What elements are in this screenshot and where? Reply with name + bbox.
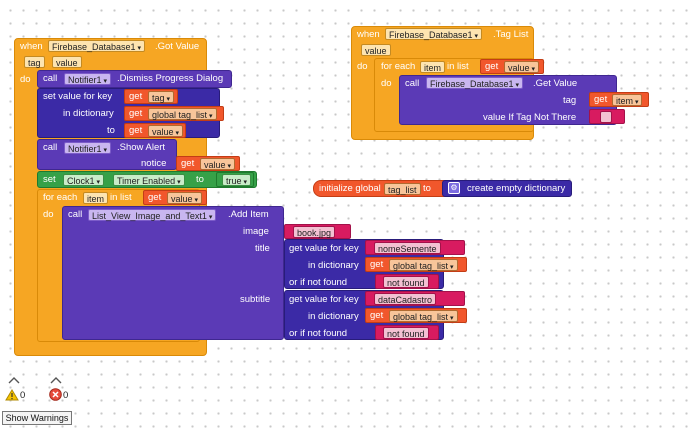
- error-count: 0: [63, 390, 69, 401]
- get-value-for-key-label-2: get value for key: [289, 294, 359, 305]
- notifier-dropdown-2[interactable]: Notifier1: [64, 142, 111, 154]
- get-label-4: get: [181, 158, 195, 169]
- to-label: to: [107, 125, 115, 136]
- when-label-2: when: [357, 29, 380, 40]
- param-tag[interactable]: tag: [24, 56, 45, 68]
- get-label: get: [129, 91, 143, 102]
- item-variable-2[interactable]: item: [420, 61, 446, 73]
- gear-icon[interactable]: ⚙: [448, 182, 460, 194]
- do-label-4: do: [381, 78, 392, 89]
- get-value-method: .Get Value: [533, 78, 578, 89]
- add-item-method: .Add Item: [228, 209, 269, 220]
- for-each-label: for each: [43, 192, 78, 203]
- timer-enabled-dropdown[interactable]: Timer Enabled: [113, 174, 185, 186]
- call-label: call: [43, 73, 58, 84]
- global-tag-list-dropdown-2[interactable]: global tag_list: [389, 259, 458, 271]
- warning-icon[interactable]: [5, 389, 19, 401]
- do-label: do: [20, 74, 31, 85]
- to-label-2: to: [196, 174, 204, 185]
- to-label-3: to: [423, 183, 431, 194]
- component-dropdown-3[interactable]: Firebase_Database1: [426, 77, 524, 89]
- collapse-warnings-chevron[interactable]: [8, 376, 20, 384]
- component-dropdown[interactable]: Firebase_Database1: [48, 40, 146, 52]
- in-dictionary-label: in dictionary: [63, 108, 114, 119]
- not-found-text[interactable]: not found: [383, 276, 429, 288]
- notice-label: notice: [141, 158, 167, 169]
- in-dictionary-label-3: in dictionary: [308, 311, 359, 322]
- empty-text[interactable]: [600, 111, 612, 123]
- show-alert-method: .Show Alert: [117, 142, 166, 153]
- tag-label: tag: [563, 95, 577, 106]
- call-label-4: call: [405, 78, 420, 89]
- set-label: set: [43, 174, 56, 185]
- initialize-global-label: initialize global: [319, 183, 381, 194]
- event-name-2: .Tag List: [493, 29, 529, 40]
- list-view-dropdown[interactable]: List_View_Image_and_Text1: [88, 209, 217, 221]
- set-value-label: set value for key: [43, 91, 113, 102]
- do-label-3: do: [357, 61, 368, 72]
- value-if-not-there-label: value If Tag Not There: [483, 112, 577, 123]
- value-dropdown-2[interactable]: value: [200, 158, 235, 170]
- add-item-block[interactable]: [62, 206, 284, 340]
- event-name: .Got Value: [155, 41, 200, 52]
- when-label: when: [20, 41, 43, 52]
- item-dropdown[interactable]: item: [612, 94, 643, 106]
- value-dropdown-4[interactable]: value: [504, 61, 539, 73]
- value-dropdown[interactable]: value: [148, 125, 183, 137]
- title-label: title: [255, 243, 270, 254]
- component-dropdown-2[interactable]: Firebase_Database1: [385, 28, 483, 40]
- value-dropdown-3[interactable]: value: [167, 192, 202, 204]
- show-warnings-button[interactable]: Show Warnings: [2, 411, 72, 425]
- in-dictionary-label-2: in dictionary: [308, 260, 359, 271]
- global-tag-list-dropdown-3[interactable]: global tag_list: [389, 310, 458, 322]
- get-label-7: get: [370, 310, 384, 321]
- get-label-3: get: [129, 125, 143, 136]
- get-label-8: get: [485, 61, 499, 72]
- or-if-not-found-label: or if not found: [289, 277, 348, 288]
- for-each-label-2: for each: [381, 61, 416, 72]
- not-found-text-2[interactable]: not found: [383, 327, 429, 339]
- data-cadastro-text[interactable]: dataCadastro: [374, 293, 437, 305]
- param-value[interactable]: value: [52, 56, 82, 68]
- create-empty-dictionary-block[interactable]: [442, 180, 572, 197]
- param-value-2[interactable]: value: [361, 44, 391, 56]
- collapse-errors-chevron[interactable]: [50, 376, 62, 384]
- do-label-2: do: [43, 209, 54, 220]
- get-label-5: get: [148, 192, 162, 203]
- global-tag-list-dropdown[interactable]: global tag_list: [148, 108, 217, 120]
- get-value-for-key-label: get value for key: [289, 243, 359, 254]
- get-label-6: get: [370, 259, 384, 270]
- in-list-label-2: in list: [447, 61, 469, 72]
- true-dropdown[interactable]: true: [222, 174, 251, 186]
- warning-count: 0: [20, 390, 26, 401]
- tag-dropdown[interactable]: tag: [148, 91, 174, 103]
- subtitle-label: subtitle: [240, 294, 271, 305]
- image-label: image: [243, 226, 269, 237]
- create-empty-dictionary-label: create empty dictionary: [467, 183, 566, 194]
- item-variable[interactable]: item: [83, 192, 109, 204]
- nome-text[interactable]: nomeSemente: [374, 242, 441, 254]
- clock-dropdown[interactable]: Clock1: [63, 174, 104, 186]
- in-list-label: in list: [110, 192, 132, 203]
- or-if-not-found-label-2: or if not found: [289, 328, 348, 339]
- notifier-dropdown[interactable]: Notifier1: [64, 73, 111, 85]
- book-text[interactable]: book.jpg: [293, 226, 336, 238]
- dismiss-method: .Dismiss Progress Dialog: [117, 73, 224, 84]
- call-label-2: call: [43, 142, 58, 153]
- get-label-9: get: [594, 94, 608, 105]
- error-icon[interactable]: [49, 388, 62, 401]
- global-name-field[interactable]: tag_list: [384, 183, 421, 195]
- get-label-2: get: [129, 108, 143, 119]
- call-label-3: call: [68, 209, 83, 220]
